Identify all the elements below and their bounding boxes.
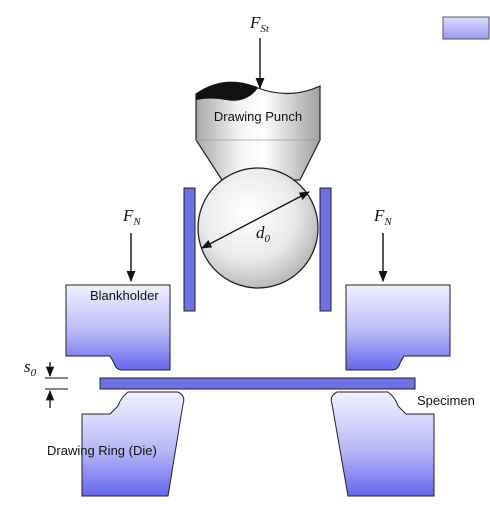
blankholder-label: Blankholder	[90, 288, 159, 303]
punch-force-symbol: FSt	[249, 13, 270, 35]
blankholder-force-left-symbol: FN	[122, 206, 141, 228]
corner-button[interactable]	[442, 16, 490, 40]
blankholder-left	[65, 284, 171, 371]
die-label: Drawing Ring (Die)	[47, 443, 157, 458]
diameter-arrow	[201, 191, 310, 249]
punch-top-shadow	[196, 82, 258, 101]
thickness-symbol: s0	[24, 357, 37, 379]
specimen-label: Specimen	[417, 393, 475, 408]
thickness-indicator	[45, 362, 68, 408]
guide-plate-left	[183, 187, 196, 312]
die-left	[81, 391, 185, 497]
blankholder-right	[345, 284, 451, 371]
specimen-sheet	[99, 377, 416, 390]
diameter-symbol: d0	[256, 223, 271, 245]
guide-plate-right	[319, 187, 332, 312]
punch-label: Drawing Punch	[214, 109, 302, 124]
blankholder-force-right-symbol: FN	[373, 206, 392, 228]
die-right	[330, 391, 435, 497]
drawing-punch	[195, 81, 321, 181]
